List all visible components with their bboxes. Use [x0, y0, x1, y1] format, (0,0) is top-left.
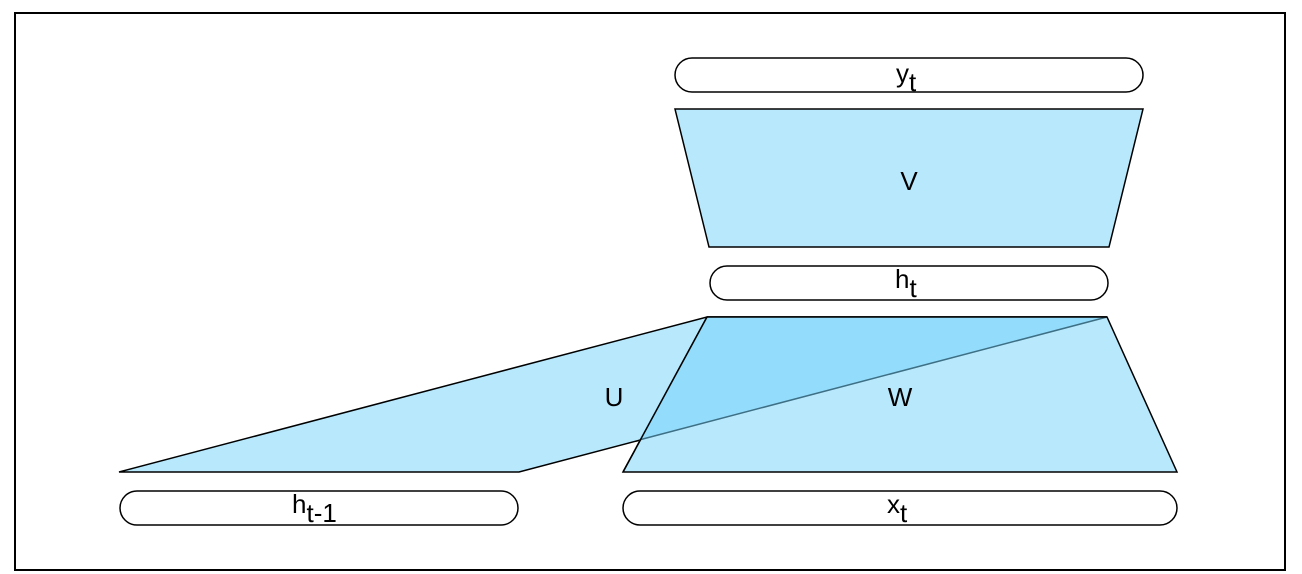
weight-w-label: W — [888, 382, 913, 412]
input-layer-pill — [622, 490, 1178, 526]
weight-v-shape — [674, 108, 1144, 248]
weight-u-label: U — [605, 382, 624, 412]
outer-border — [14, 12, 1286, 571]
hidden-label: ht — [895, 264, 917, 303]
output-label: yt — [896, 58, 917, 97]
u-edge-through-overlap — [638, 316, 1108, 441]
w-left-edge — [622, 316, 708, 473]
prev-hidden-label: ht-1 — [292, 489, 337, 528]
weight-v-label: V — [900, 166, 918, 196]
input-label: xt — [887, 489, 908, 528]
output-layer-pill — [674, 57, 1144, 93]
prev-hidden-layer-pill — [119, 490, 519, 526]
hidden-layer-pill — [709, 265, 1109, 301]
